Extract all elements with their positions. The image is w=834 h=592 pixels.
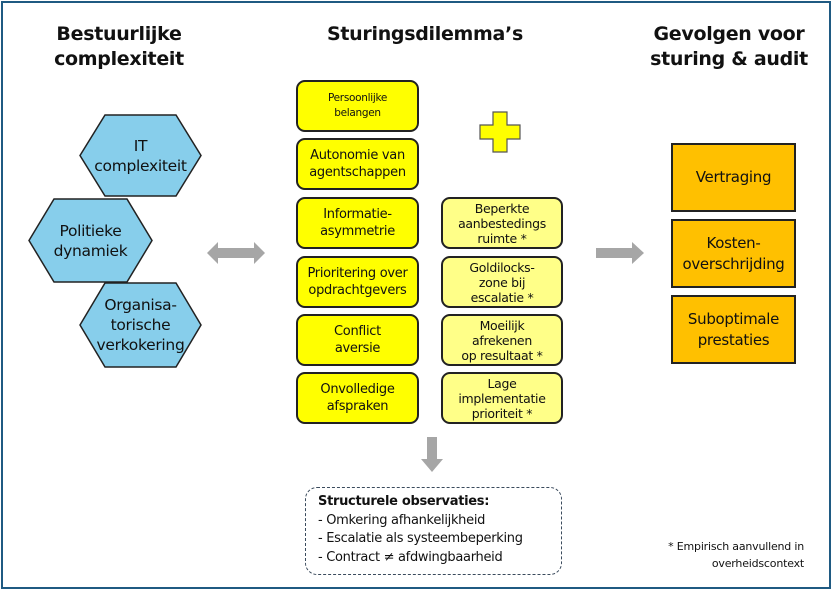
down-arrow-icon [421, 437, 443, 472]
dilemma-limited-procurement-space: Beperkte aanbestedings ruimte * [441, 197, 563, 249]
hexagon-label: Politieke dynamiek [53, 221, 128, 260]
dilemma-agency-autonomy: Autonomie van agentschappen [296, 138, 419, 190]
hexagon-shape [79, 114, 202, 197]
dilemma-goldilocks-escalation: Goldilocks- zone bij escalatie * [441, 256, 563, 308]
dilemma-hard-to-hold-accountable: Moeilijk afrekenen op resultaat * [441, 314, 563, 366]
hexagon-shape [28, 198, 153, 283]
structural-observations-box: Structurele observaties: - Omkering afha… [305, 487, 562, 575]
plus-icon [479, 111, 521, 153]
consequence-delay: Vertraging [671, 143, 796, 212]
dilemma-information-asymmetry: Informatie- asymmetrie [296, 197, 419, 249]
consequence-cost-overrun: Kosten- overschrijding [671, 219, 796, 288]
heading-consequences: Gevolgen voor sturing & audit [650, 23, 808, 70]
hexagon-political-dynamics: Politieke dynamiek [28, 198, 153, 283]
dilemma-conflict-aversion: Conflict aversie [296, 314, 419, 366]
observations-title: Structurele observaties: [318, 494, 490, 509]
dilemma-personal-interests: Persoonlijke belangen [296, 80, 419, 132]
observation-item: - Escalatie als systeembeperking [318, 531, 523, 546]
observation-item: - Omkering afhankelijkheid [318, 512, 486, 528]
hexagon-it-complexity: IT complexiteit [79, 114, 202, 197]
dilemma-prioritisation: Prioritering over opdrachtgevers [296, 256, 419, 308]
double-arrow-icon [207, 242, 265, 264]
heading-governance-complexity: Bestuurlijke complexiteit [54, 23, 184, 70]
hexagon-shape [79, 282, 202, 368]
hexagon-label: IT complexiteit [94, 136, 187, 175]
dilemma-incomplete-agreements: Onvolledige afspraken [296, 372, 419, 424]
heading-steering-dilemmas: Sturingsdilemma’s [327, 23, 523, 45]
observation-item: - Contract ≠ afdwingbaarheid [318, 549, 503, 565]
consequence-suboptimal-performance: Suboptimale prestaties [671, 295, 796, 364]
footnote: * Empirisch aanvullend in overheidsconte… [668, 540, 804, 570]
hexagon-label: Organisa- torische verkokering [96, 296, 185, 354]
dilemma-low-implementation-priority: Lage implementatie prioriteit * [441, 372, 563, 424]
right-arrow-icon [596, 242, 644, 264]
hexagon-organisational-silos: Organisa- torische verkokering [79, 282, 202, 368]
